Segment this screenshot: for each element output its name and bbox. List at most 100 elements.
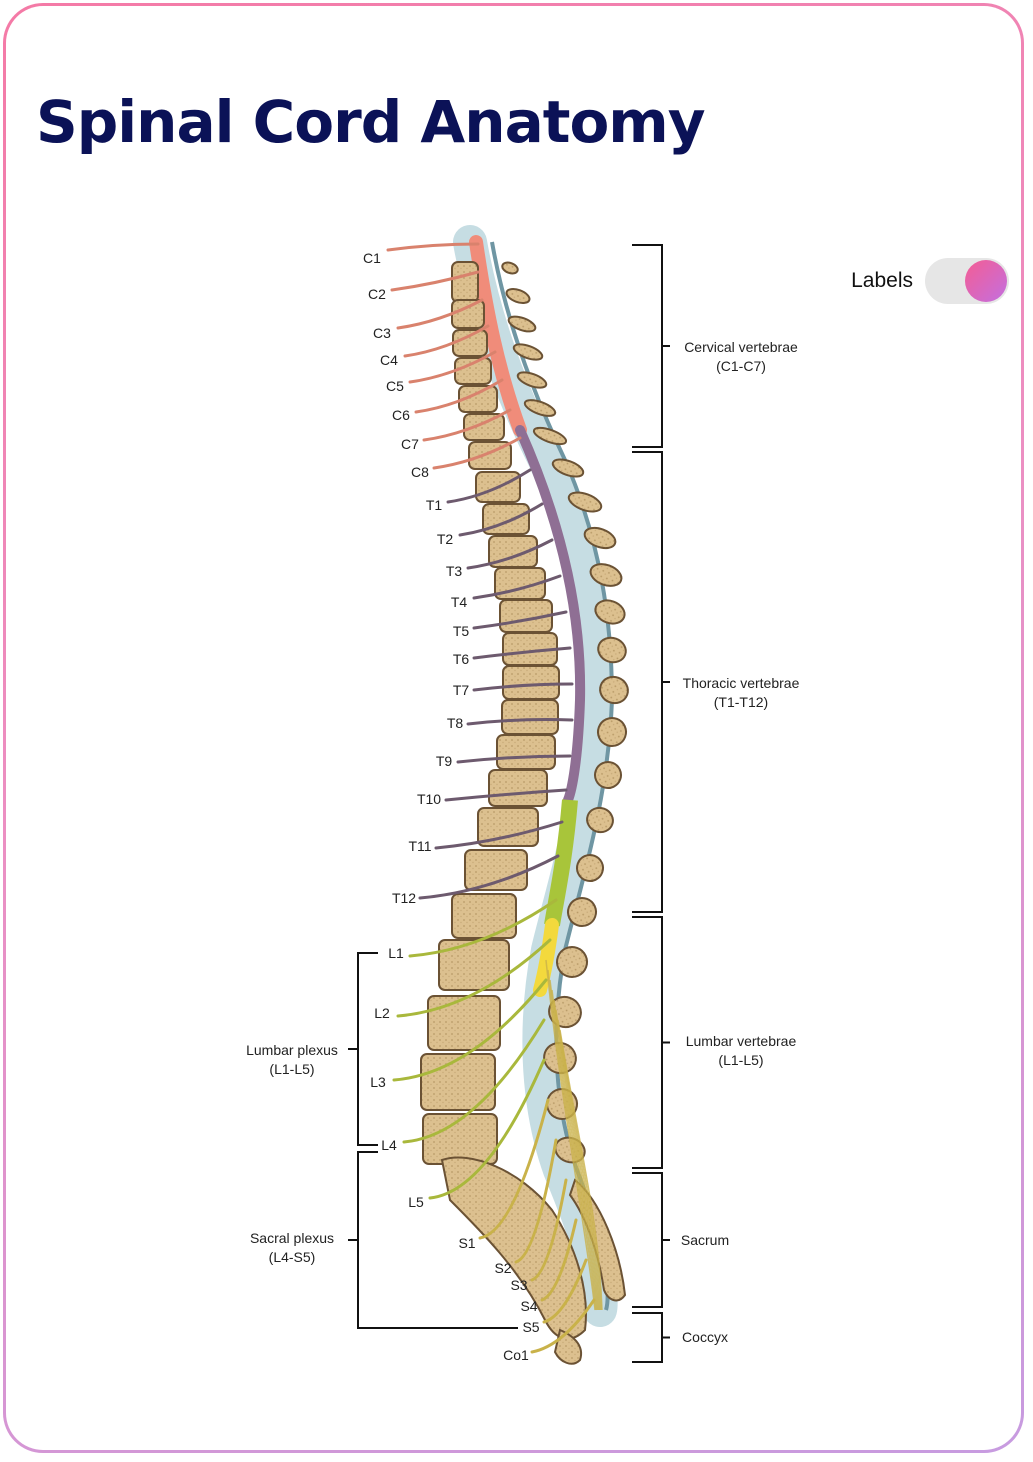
nerve-co1 (530, 1298, 596, 1354)
spinous-process (586, 806, 614, 834)
nerve-s2 (514, 1138, 558, 1264)
vertebra-body (458, 385, 498, 413)
nerve-label-s5: S5 (522, 1319, 539, 1335)
nerve-c8 (432, 436, 522, 470)
cord-lumbar (544, 799, 578, 927)
nerve-labels: C1C2C3C4C5C6C7C8T1T2T3T4T5T6T7T8T9T10T11… (363, 250, 540, 1363)
nerve-c2 (390, 270, 480, 292)
nerve-label-t9: T9 (436, 753, 453, 769)
plexus-brackets: Lumbar plexus(L1-L5)Sacral plexus(L4-S5) (246, 952, 518, 1329)
nerve-s5 (542, 1258, 588, 1324)
vertebra-body (463, 413, 505, 441)
nerve-label-t1: T1 (426, 497, 443, 513)
nerve-c4 (403, 324, 490, 358)
cauda-equina-strand (547, 969, 597, 1311)
nerve-label-t7: T7 (453, 682, 470, 698)
region-label: Lumbar vertebrae (686, 1033, 797, 1049)
nerve-t10 (444, 788, 568, 802)
nerve-s3 (530, 1178, 568, 1282)
nerve-label-t5: T5 (453, 623, 470, 639)
nerve-t5 (472, 610, 568, 630)
nerve-label-c4: C4 (380, 352, 398, 368)
region-label: Thoracic vertebrae (683, 675, 800, 691)
plexus-label: Sacral plexus (250, 1230, 334, 1246)
vertebra-body (451, 299, 485, 329)
cauda-equina-strand (549, 979, 598, 1311)
nerve-t4 (472, 574, 562, 600)
vertebra-body (502, 665, 560, 700)
cauda-equina-strand (555, 1009, 601, 1311)
spinous-process (532, 426, 568, 446)
plexus-range: (L4-S5) (269, 1249, 316, 1265)
nerve-c7 (422, 408, 512, 442)
nerve-t3 (466, 538, 554, 570)
spinous-process (507, 315, 537, 333)
region-bracket (632, 916, 670, 1169)
spinous-process (516, 371, 548, 389)
nerve-label-c6: C6 (392, 407, 410, 423)
spinal-nerves (386, 242, 603, 1354)
nerve-label-t8: T8 (447, 715, 464, 731)
region-brackets: Cervical vertebrae(C1-C7)Thoracic verteb… (632, 244, 800, 1363)
spinous-process (597, 717, 627, 747)
nerve-label-c1: C1 (363, 250, 381, 266)
nerve-label-t11: T11 (408, 838, 431, 854)
region-label: Coccyx (682, 1329, 728, 1345)
vertebra-body (451, 261, 479, 303)
nerve-l2 (396, 938, 552, 1018)
vertebra-body (488, 769, 548, 807)
spinous-process (594, 599, 626, 625)
nerve-label-t6: T6 (453, 651, 470, 667)
region-bracket (632, 1312, 670, 1363)
nerve-l4 (402, 1018, 546, 1144)
nerve-label-c5: C5 (386, 378, 404, 394)
vertebra-body (438, 939, 510, 991)
labels-toggle[interactable] (925, 258, 1009, 304)
spinous-process (512, 343, 544, 361)
plexus-bracket (348, 952, 378, 1146)
nerve-label-t10: T10 (417, 791, 441, 807)
nerve-t9 (456, 754, 572, 764)
region-bracket (632, 244, 670, 448)
region-range: (L1-L5) (718, 1052, 763, 1068)
vertebra-body (501, 699, 559, 735)
region-label: Cervical vertebrae (684, 339, 798, 355)
nerve-c5 (408, 350, 497, 384)
cord-thoracic (515, 425, 586, 805)
vertebra-body (496, 734, 556, 770)
nerve-t1 (446, 468, 532, 504)
nerve-c3 (396, 298, 484, 330)
nerve-label-l3: L3 (370, 1074, 386, 1090)
nerve-s4 (540, 1218, 578, 1302)
vertebra-body (420, 1053, 496, 1111)
nerve-label-co1: Co1 (503, 1347, 529, 1363)
cauda-equina-strand (545, 959, 596, 1311)
nerve-label-c8: C8 (411, 464, 429, 480)
nerve-label-l5: L5 (408, 1194, 424, 1210)
vertebral-bodies (420, 261, 560, 1165)
region-bracket (632, 1172, 670, 1308)
labels-toggle-group: Labels (851, 258, 1009, 304)
page-title: Spinal Cord Anatomy (36, 88, 706, 156)
nerve-label-s1: S1 (458, 1235, 475, 1251)
nerve-label-t3: T3 (446, 563, 463, 579)
nerve-t6 (472, 646, 572, 660)
nerve-label-t4: T4 (451, 594, 468, 610)
nerve-c6 (414, 378, 504, 414)
nerve-t11 (434, 820, 564, 850)
toggle-knob (965, 260, 1007, 302)
nerve-l1 (408, 898, 558, 958)
region-bracket (632, 451, 670, 913)
region-label: Sacrum (681, 1232, 729, 1248)
spinous-process (589, 563, 623, 587)
nerve-label-c3: C3 (373, 325, 391, 341)
nerve-label-t12: T12 (392, 890, 416, 906)
nerve-label-l1: L1 (388, 945, 404, 961)
spinous-process (567, 897, 597, 927)
nerve-l3 (392, 978, 548, 1082)
vertebra-body (477, 807, 539, 847)
nerve-s1 (478, 1098, 550, 1240)
spinous-process (505, 288, 531, 304)
vertebra-body (464, 849, 528, 891)
